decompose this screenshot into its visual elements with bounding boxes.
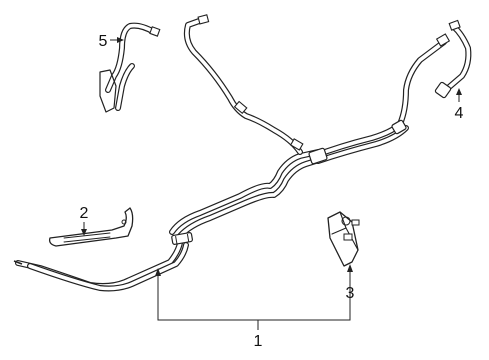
callout-2-label: 2: [80, 205, 89, 222]
part-4-hose: [434, 19, 472, 99]
callout-1: 1: [155, 264, 353, 350]
callout-5-label: 5: [99, 33, 108, 50]
part-1-cooler-line-assembly: [13, 14, 451, 292]
part-5-hose-bracket: [99, 22, 161, 113]
callout-5: 5: [99, 33, 124, 50]
callout-4: 4: [455, 88, 464, 122]
callout-3-label: 3: [346, 285, 355, 302]
callout-2: 2: [80, 205, 89, 236]
part-3-valve-block: [327, 211, 360, 267]
part-2-bracket: [48, 207, 134, 247]
callout-1-label: 1: [254, 333, 263, 350]
callout-3: 3: [346, 285, 355, 302]
callout-4-label: 4: [455, 105, 464, 122]
